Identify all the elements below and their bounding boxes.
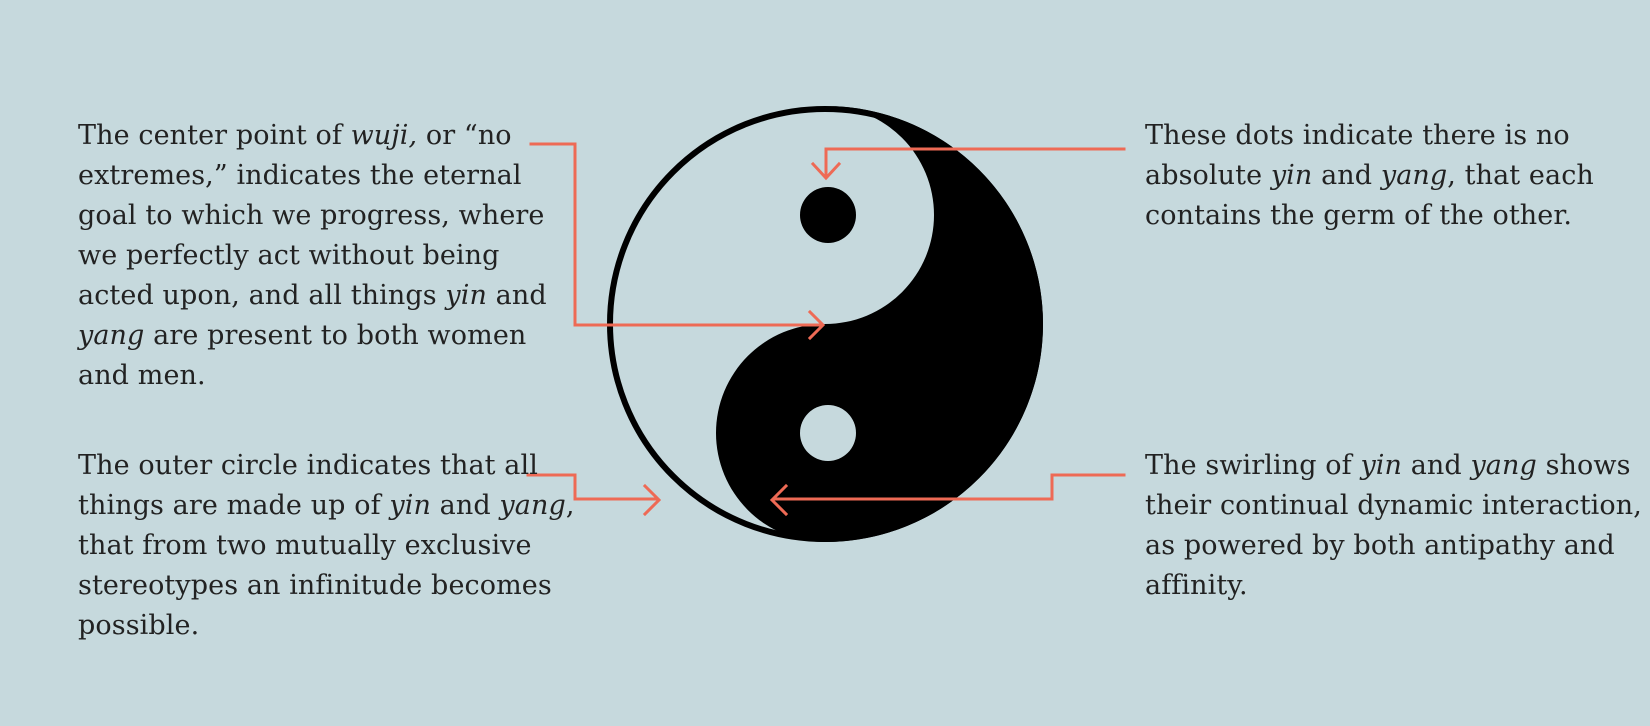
annotation-text: The outer circle indicates that all thin… xyxy=(78,450,538,521)
annotation-text: and xyxy=(486,280,547,311)
annotation-text: or “no extremes,” indicates the eternal … xyxy=(78,120,545,311)
swirl-annotation: The swirling of yin and yang shows their… xyxy=(1145,446,1645,606)
annotation-text: The swirling of xyxy=(1145,450,1361,481)
annotation-term-yin: yin xyxy=(445,280,487,311)
annotation-text: and xyxy=(1312,160,1381,191)
dots-annotation: These dots indicate there is no absolute… xyxy=(1145,116,1645,236)
annotation-term-yin: yin xyxy=(389,490,431,521)
annotation-term-yang: yang xyxy=(499,490,566,521)
center-point-arrow xyxy=(529,142,826,341)
annotation-term-yang: yang xyxy=(78,320,145,351)
annotation-text: shows their continual dynamic interactio… xyxy=(1145,450,1642,601)
outer-circle-arrow xyxy=(526,473,662,517)
annotation-text: The center point of xyxy=(78,120,351,151)
yin-yang-icon xyxy=(607,106,1043,542)
annotation-text: These dots indicate there is no absolute xyxy=(1145,120,1570,191)
annotation-text: , that each contains the germ of the oth… xyxy=(1145,160,1594,231)
annotation-text: and xyxy=(430,490,500,521)
yin-dark-half xyxy=(716,106,1043,542)
light-dot xyxy=(800,405,856,461)
annotation-term-yang: yang xyxy=(1380,160,1448,191)
annotation-text: are present to both women and men. xyxy=(78,320,527,391)
annotation-text: and xyxy=(1402,450,1471,481)
annotation-term-wuji: wuji, xyxy=(350,120,418,151)
outer-circle-annotation: The outer circle indicates that all thin… xyxy=(78,446,578,646)
swirl-arrow xyxy=(769,473,1126,517)
annotation-term-yang: yang xyxy=(1470,450,1537,481)
annotation-term-yin: yin xyxy=(1270,160,1313,191)
center-point-annotation: The center point of wuji, or “no extreme… xyxy=(78,116,578,396)
annotation-term-yin: yin xyxy=(1360,450,1403,481)
annotation-text: , that from two mutually exclusive stere… xyxy=(78,490,575,641)
dots-arrow xyxy=(810,147,1126,181)
dark-dot xyxy=(800,187,856,243)
